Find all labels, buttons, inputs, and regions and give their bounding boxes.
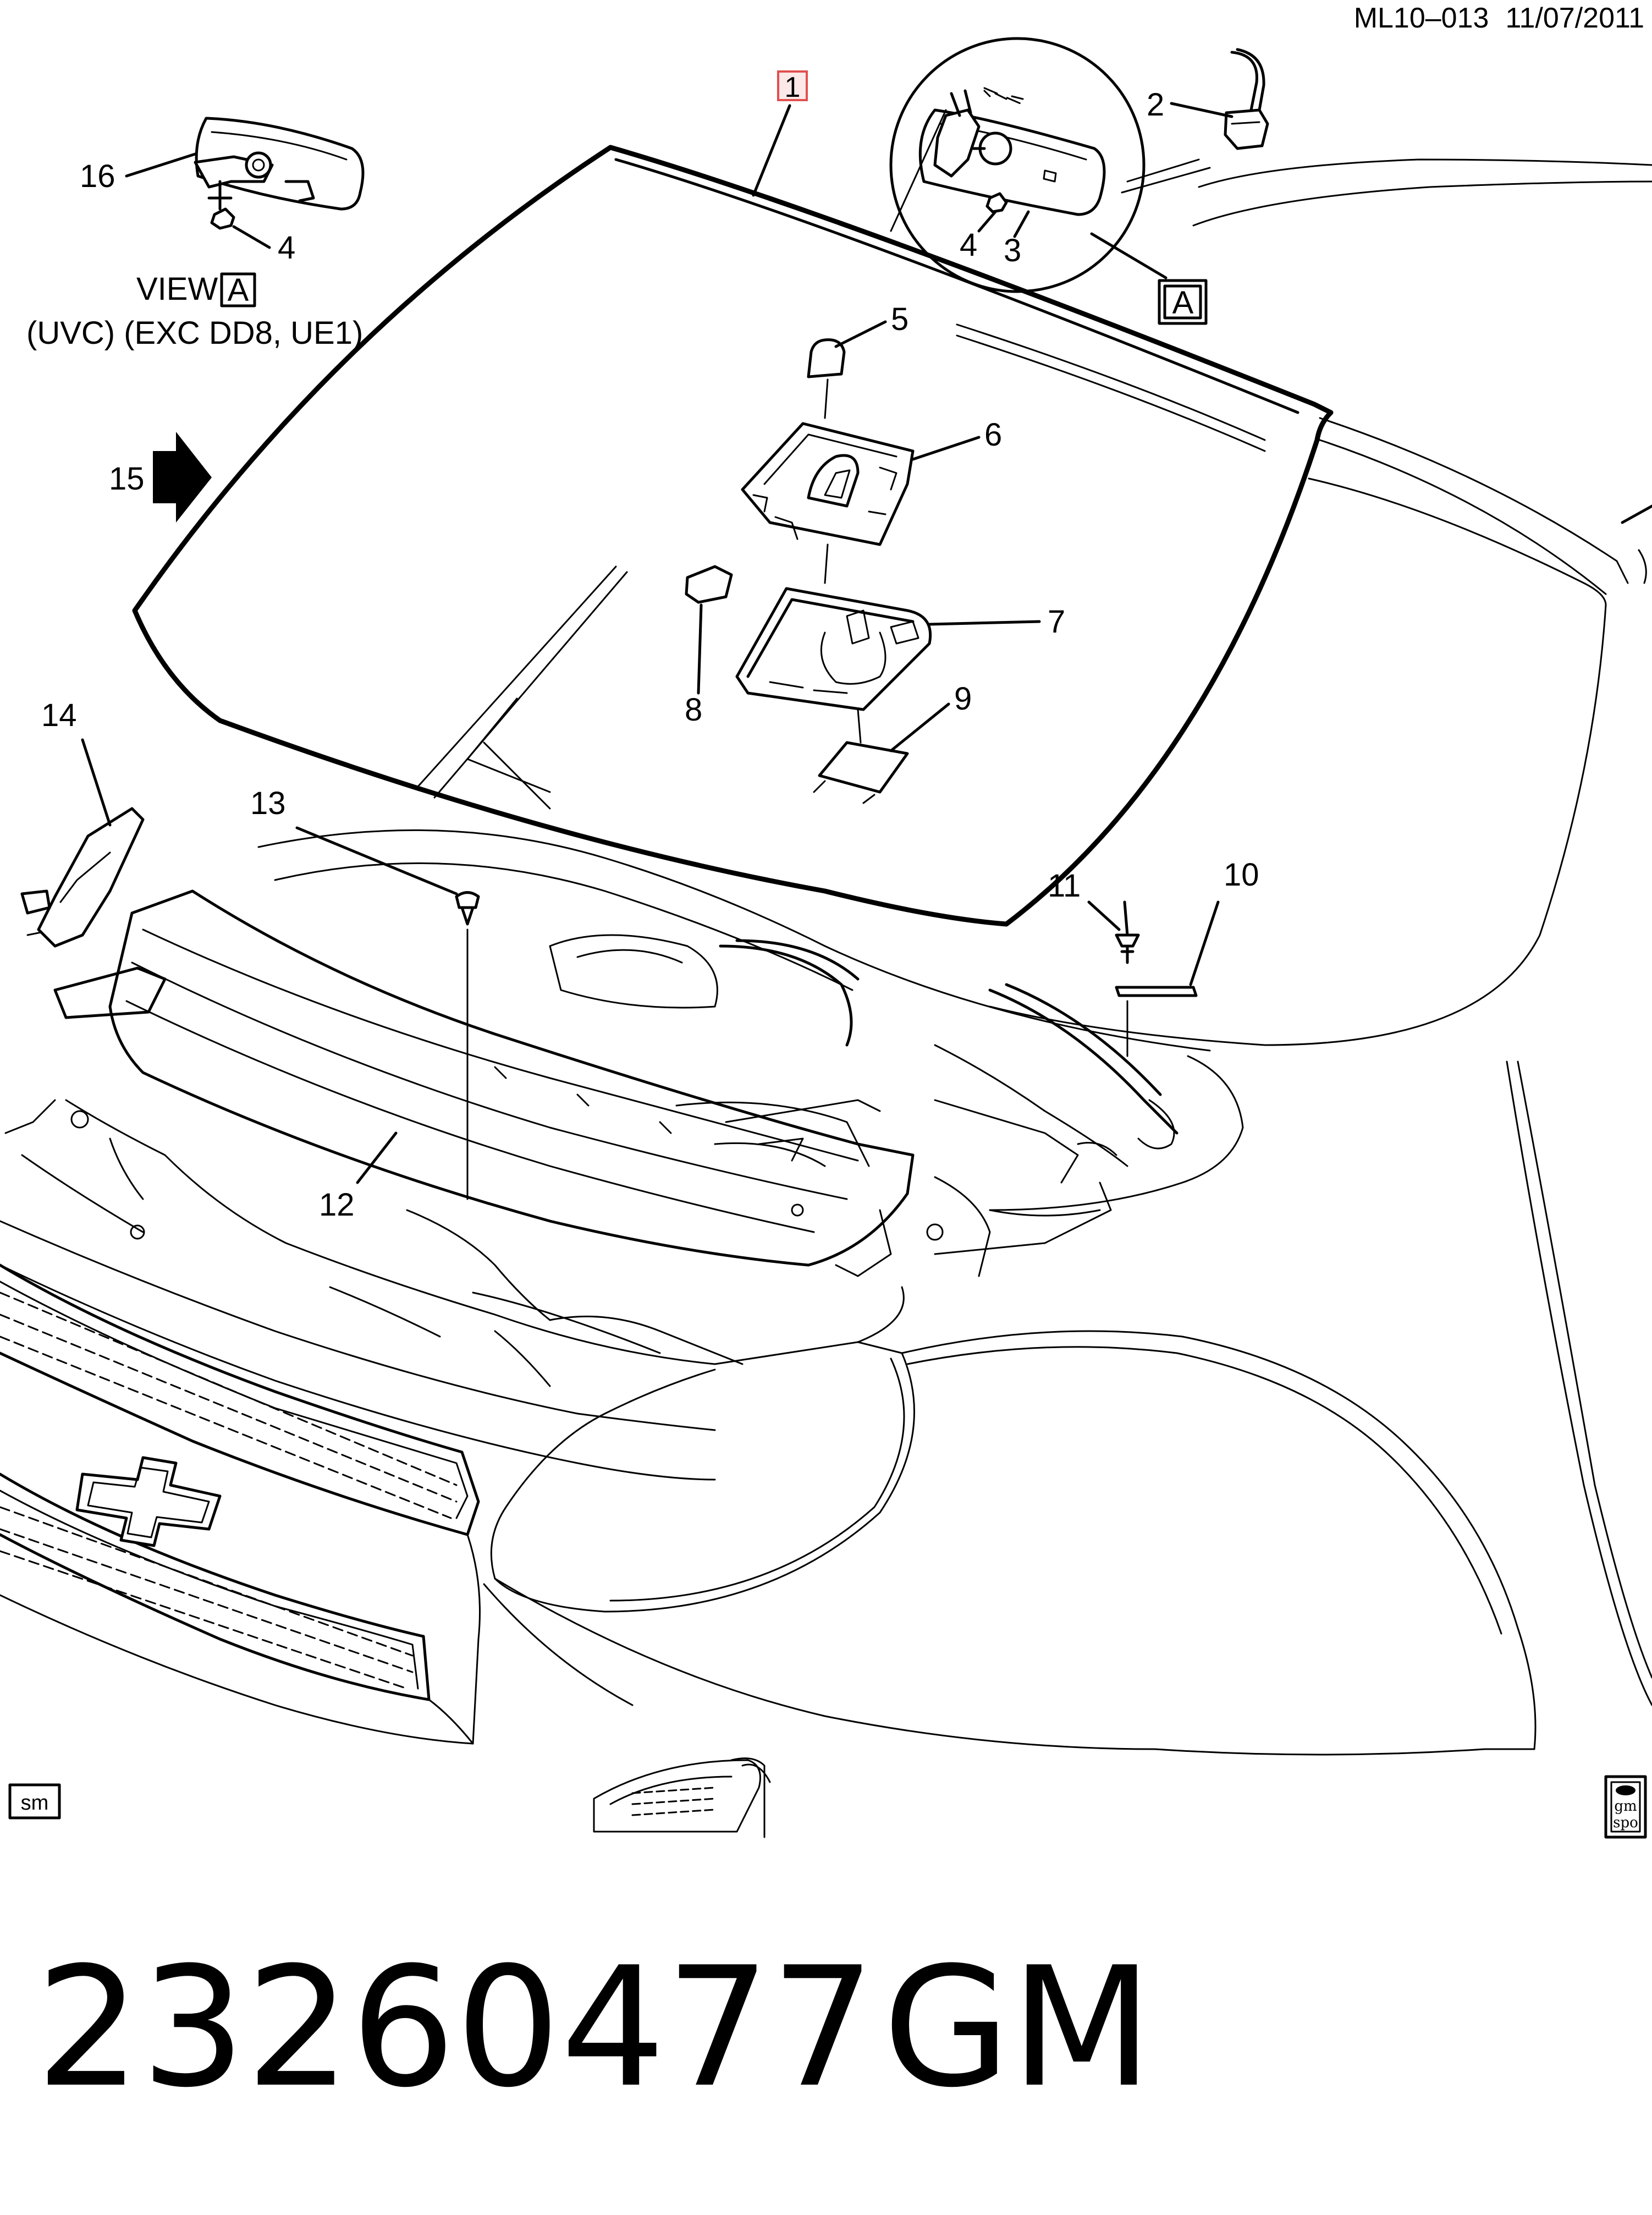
- leader-14: [81, 738, 112, 827]
- view-condition: (UVC) (EXC DD8, UE1): [26, 315, 363, 351]
- callout-label-10: 10: [1224, 857, 1259, 893]
- fender-headlight: [483, 1330, 1537, 1838]
- leader-16: [125, 152, 197, 178]
- diagram-date: 11/07/2011: [1505, 2, 1644, 34]
- callout-label-4b: 4: [960, 227, 977, 263]
- chevrolet-emblem: [75, 1456, 222, 1547]
- callout-label-7: 7: [1048, 604, 1065, 640]
- part-6-bracket: [741, 422, 915, 546]
- part-9-plate: [818, 741, 909, 794]
- gm-spo-logo: gm spo: [1604, 1775, 1647, 1839]
- leader-12: [356, 1131, 398, 1184]
- connector-2: [1224, 48, 1269, 150]
- part-number: 23260477: [36, 1932, 875, 2124]
- badge-sm: [8, 1783, 61, 1820]
- callout-box-1: [777, 70, 808, 101]
- callout-label-3: 3: [1004, 233, 1021, 268]
- view-ref-letter: A: [228, 272, 249, 308]
- svg-text:spo: spo: [1613, 1815, 1638, 1831]
- direction-arrow: [153, 432, 212, 523]
- part-5-cover: [807, 338, 846, 378]
- callout-label-4a: 4: [278, 230, 295, 266]
- windshield-glass: [132, 145, 1334, 927]
- detail-ref-letter: A: [1172, 285, 1194, 321]
- svg-text:gm: gm: [1614, 1798, 1637, 1815]
- callout-label-16: 16: [80, 158, 115, 194]
- leader-6: [911, 436, 981, 461]
- fog-lamp: [593, 1759, 761, 1833]
- part-12-cowl-panel: [53, 889, 915, 1267]
- part-10-strip: [1115, 986, 1198, 997]
- callout-label-13: 13: [250, 785, 286, 821]
- leader-2: [1170, 102, 1234, 118]
- callout-label-8: 8: [685, 692, 702, 728]
- callout-label-15: 15: [109, 461, 145, 497]
- callout-label-6: 6: [984, 417, 1002, 453]
- view-title: VIEW: [136, 271, 218, 307]
- callout-label-1: 1: [785, 72, 801, 103]
- leader-7: [928, 620, 1041, 626]
- leader-13: [295, 826, 458, 895]
- view-ref-box: [220, 272, 256, 307]
- roof-body-lines: [989, 158, 1652, 1706]
- diagram-code: ML10–013: [1354, 2, 1489, 34]
- callout-label-9: 9: [954, 681, 972, 717]
- part-7-console: [735, 587, 932, 711]
- leader-5: [834, 320, 887, 348]
- callout-label-5: 5: [891, 301, 908, 337]
- view-a-mirror: [194, 117, 365, 230]
- part-11-retainer: [1115, 900, 1140, 964]
- leader-9: [889, 702, 950, 752]
- part-8-clip: [685, 565, 733, 604]
- front-grille: [0, 1263, 481, 1745]
- vehicle-front-body: [0, 829, 1244, 1481]
- detail-circle-a: [889, 37, 1146, 293]
- leader-11: [1087, 900, 1121, 931]
- leader-3: [1013, 210, 1030, 238]
- diagram-header: ML10–013 11/07/2011: [1354, 2, 1644, 34]
- callout-label-11: 11: [1048, 868, 1081, 904]
- leader-6-drop: [824, 543, 829, 584]
- leader-4b: [977, 210, 997, 233]
- badge-sm-text: sm: [21, 1791, 49, 1815]
- leader-5-drop: [824, 378, 829, 419]
- callout-label-12: 12: [319, 1187, 355, 1223]
- windshield-reflections: [417, 565, 628, 810]
- brand-label: GM: [883, 1932, 1153, 2124]
- leader-1: [752, 104, 791, 197]
- leader-9-drop: [857, 708, 862, 744]
- callout-label-14: 14: [41, 697, 77, 733]
- callout-label-2: 2: [1147, 87, 1164, 123]
- part-14-cowl-end-cap: [20, 807, 145, 948]
- leader-4a: [232, 225, 271, 249]
- part-13-pushpin: [455, 891, 480, 926]
- leader-8: [697, 603, 703, 695]
- leader-10: [1189, 900, 1220, 986]
- leader-detail-a: [1090, 232, 1168, 279]
